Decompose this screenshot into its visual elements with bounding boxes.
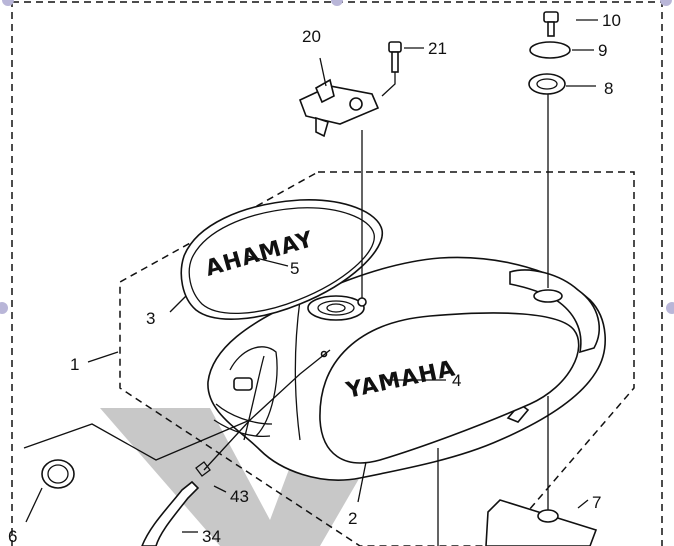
callout-20: 20 (302, 27, 321, 46)
part-7-strap (485, 499, 598, 546)
part-21-bolt (388, 41, 402, 73)
emblem-3-gasket (180, 199, 383, 320)
callout-1: 1 (70, 355, 79, 374)
part-34-hose (141, 480, 200, 546)
callout-5: 5 (290, 259, 299, 278)
assembly-box (119, 171, 635, 546)
callout-8: 8 (604, 79, 613, 98)
part-10-bolt (543, 11, 559, 37)
part-9-plate (529, 41, 571, 59)
callout-34: 34 (202, 527, 221, 546)
callout-9: 9 (598, 41, 607, 60)
part-8-grommet (528, 73, 566, 95)
callout-21: 21 (428, 39, 447, 58)
callout-4: 4 (452, 371, 461, 390)
callout-10: 10 (602, 11, 621, 30)
callout-2: 2 (348, 509, 357, 528)
callout-43: 43 (230, 487, 249, 506)
callout-6: 6 (8, 527, 17, 546)
emblem-5-badge (188, 207, 375, 315)
emblem-4-outline (319, 312, 580, 464)
part-43-clip (195, 461, 211, 477)
part-6-cap (41, 459, 75, 489)
part-20-bracket (298, 78, 380, 138)
callout-7: 7 (592, 493, 601, 512)
callout-3: 3 (146, 309, 155, 328)
